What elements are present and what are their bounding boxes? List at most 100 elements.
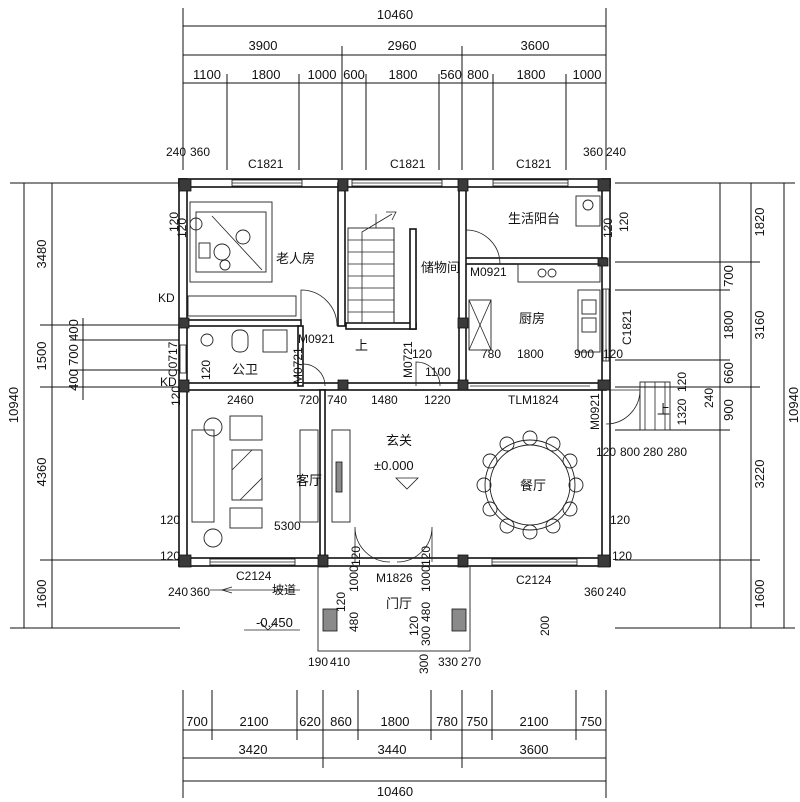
right-dim-small: 120	[675, 372, 689, 392]
row-dim: 800	[620, 445, 640, 459]
furniture	[187, 195, 601, 548]
wall-dim: 360	[584, 585, 604, 599]
stair-up: 上	[355, 338, 368, 353]
porch-dim: 410	[330, 655, 350, 669]
top-dim-sub: 1800	[252, 67, 281, 82]
wall-dim: 360	[190, 585, 210, 599]
window-label: C1821	[516, 157, 552, 171]
ramp-up: 上	[657, 402, 670, 417]
porch-dim: 120	[407, 616, 421, 636]
outdoor-level: -0.450	[256, 615, 293, 630]
left-dim-segment: 1500	[34, 342, 49, 371]
kitchen-counter	[517, 263, 601, 283]
right-dim-sub: 900	[721, 399, 736, 421]
left-dim-segment: 1600	[34, 580, 49, 609]
window-label: C1821	[248, 157, 284, 171]
bottom-dim-segment: 3600	[520, 742, 549, 757]
left-dim-sub: 400	[66, 369, 81, 391]
door-label: M0921	[588, 393, 602, 430]
bottom-dimensions: 700 2100 620 860 1800 780 750 2100 750 3…	[182, 690, 607, 799]
top-dim-segment: 3600	[521, 38, 550, 53]
bottom-dim-sub: 2100	[240, 714, 269, 729]
porch-dim: 1000	[347, 565, 361, 592]
porch-dim: 190	[308, 655, 328, 669]
row-dim: 720	[299, 393, 319, 407]
row-dim: 1100	[425, 365, 451, 379]
window-label: C1821	[620, 309, 634, 345]
left-dim-segment: 3480	[34, 240, 49, 269]
bottom-dim-sub: 620	[299, 714, 321, 729]
wall-dim: 240	[168, 585, 188, 599]
top-dim-segment: 2960	[388, 38, 417, 53]
right-dim-small: 240	[702, 388, 716, 408]
row-dim: 1800	[517, 347, 544, 361]
row-dim: 120	[412, 347, 432, 361]
door-label: M0721	[401, 341, 415, 378]
row-dim: 740	[327, 393, 347, 407]
top-dim-overall: 10460	[377, 7, 413, 22]
row-dim: 780	[481, 347, 501, 361]
small-dim: 120	[199, 360, 213, 380]
small-dim: 120	[160, 513, 180, 527]
door-label: M1826	[376, 571, 413, 585]
porch-dim: 480	[347, 612, 361, 632]
right-dim-overall: 10940	[786, 387, 800, 423]
row-dim: 5300	[274, 519, 301, 533]
right-dim-segment: 3160	[752, 311, 767, 340]
door-label: TLM1824	[508, 393, 559, 407]
bottom-dim-sub: 750	[580, 714, 602, 729]
top-dim-sub: 1100	[193, 67, 221, 82]
window-label: C2124	[516, 573, 552, 587]
top-dim-sub: 800	[467, 67, 489, 82]
wc	[231, 329, 249, 353]
door-label: M0921	[470, 265, 507, 279]
door-label: M0721	[291, 347, 305, 384]
left-dim-sub: 700	[66, 344, 81, 366]
porch-dim: 330	[438, 655, 458, 669]
bottom-dim-sub: 860	[330, 714, 352, 729]
wall-dim: 240	[606, 145, 626, 159]
row-dim: 1480	[371, 393, 398, 407]
window-label: C0717	[166, 341, 180, 377]
bottom-dim-overall: 10460	[377, 784, 413, 799]
left-dim-sub: 400	[66, 319, 81, 341]
bottom-dim-sub: 2100	[520, 714, 549, 729]
left-dim-overall: 10940	[6, 387, 21, 423]
porch-dim: 480	[419, 602, 433, 622]
top-dim-sub: 1800	[517, 67, 546, 82]
top-dim-sub: 1000	[308, 67, 337, 82]
ramp-label: 坡道	[272, 583, 296, 597]
room-dining: 餐厅	[520, 478, 546, 493]
row-dim: 900	[574, 347, 594, 361]
row-dim: 1220	[424, 393, 451, 407]
small-dim: 120	[617, 212, 631, 232]
small-dim: 120	[349, 546, 363, 566]
porch-dim: 270	[461, 655, 481, 669]
row-dim: 280	[643, 445, 663, 459]
row-dim: 120	[596, 445, 616, 459]
dining-table	[484, 439, 576, 531]
left-dimensions: 10940 3480 1500 4360 1600 400 700 400	[6, 182, 180, 629]
top-dim-sub: 1000	[573, 67, 602, 82]
top-dim-segment: 3900	[249, 38, 278, 53]
top-dim-sub: 1800	[389, 67, 418, 82]
row-dim: 2460	[227, 393, 254, 407]
room-toilet: 公卫	[232, 362, 258, 377]
left-dim-segment: 4360	[34, 458, 49, 487]
staircase	[347, 211, 397, 324]
small-dim: 120	[610, 513, 630, 527]
top-dim-sub: 600	[343, 67, 365, 82]
room-balcony: 生活阳台	[508, 211, 560, 226]
sofa	[191, 429, 215, 523]
kd-label: KD	[160, 375, 177, 389]
room-storage: 储物间	[421, 260, 460, 275]
porch	[210, 381, 671, 652]
porch-dim: 300	[417, 654, 431, 674]
room-labels: 老人房 储物间 生活阳台 厨房 公卫 客厅 玄关 ±0.000 餐厅 门厅 上 …	[232, 211, 670, 611]
small-dim: 120	[160, 549, 180, 563]
inner-dimensions: 240 360 360 240 240 360 360 240 2460 720…	[160, 145, 687, 674]
right-dim-segment: 1820	[752, 208, 767, 237]
bottom-dim-sub: 700	[186, 714, 208, 729]
top-dim-sub: 560	[440, 67, 462, 82]
